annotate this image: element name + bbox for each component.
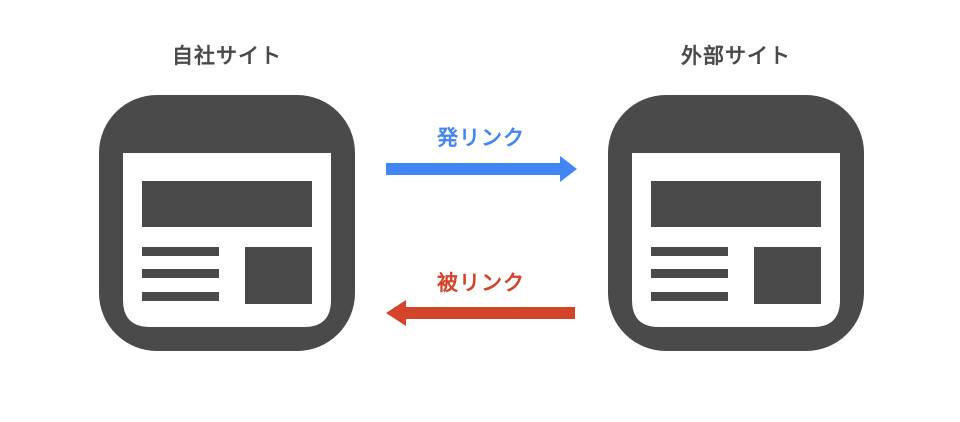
external-site-webpage-icon (608, 95, 864, 351)
outbound-link-label: 発リンク (437, 126, 525, 150)
inbound-link-label: 被リンク (437, 271, 525, 295)
image-block (245, 247, 312, 304)
own-site-label: 自社サイト (172, 44, 282, 68)
text-line (142, 269, 219, 278)
text-line (142, 292, 219, 301)
inbound-arrow-icon (386, 300, 575, 326)
outbound-arrow-icon (386, 156, 577, 182)
text-line (651, 292, 728, 301)
text-line (142, 247, 219, 256)
header-block (651, 181, 821, 227)
image-block (754, 247, 821, 304)
external-site-label: 外部サイト (681, 44, 791, 68)
text-line (651, 247, 728, 256)
text-line (651, 269, 728, 278)
header-block (142, 181, 312, 227)
own-site-webpage-icon (99, 95, 355, 351)
